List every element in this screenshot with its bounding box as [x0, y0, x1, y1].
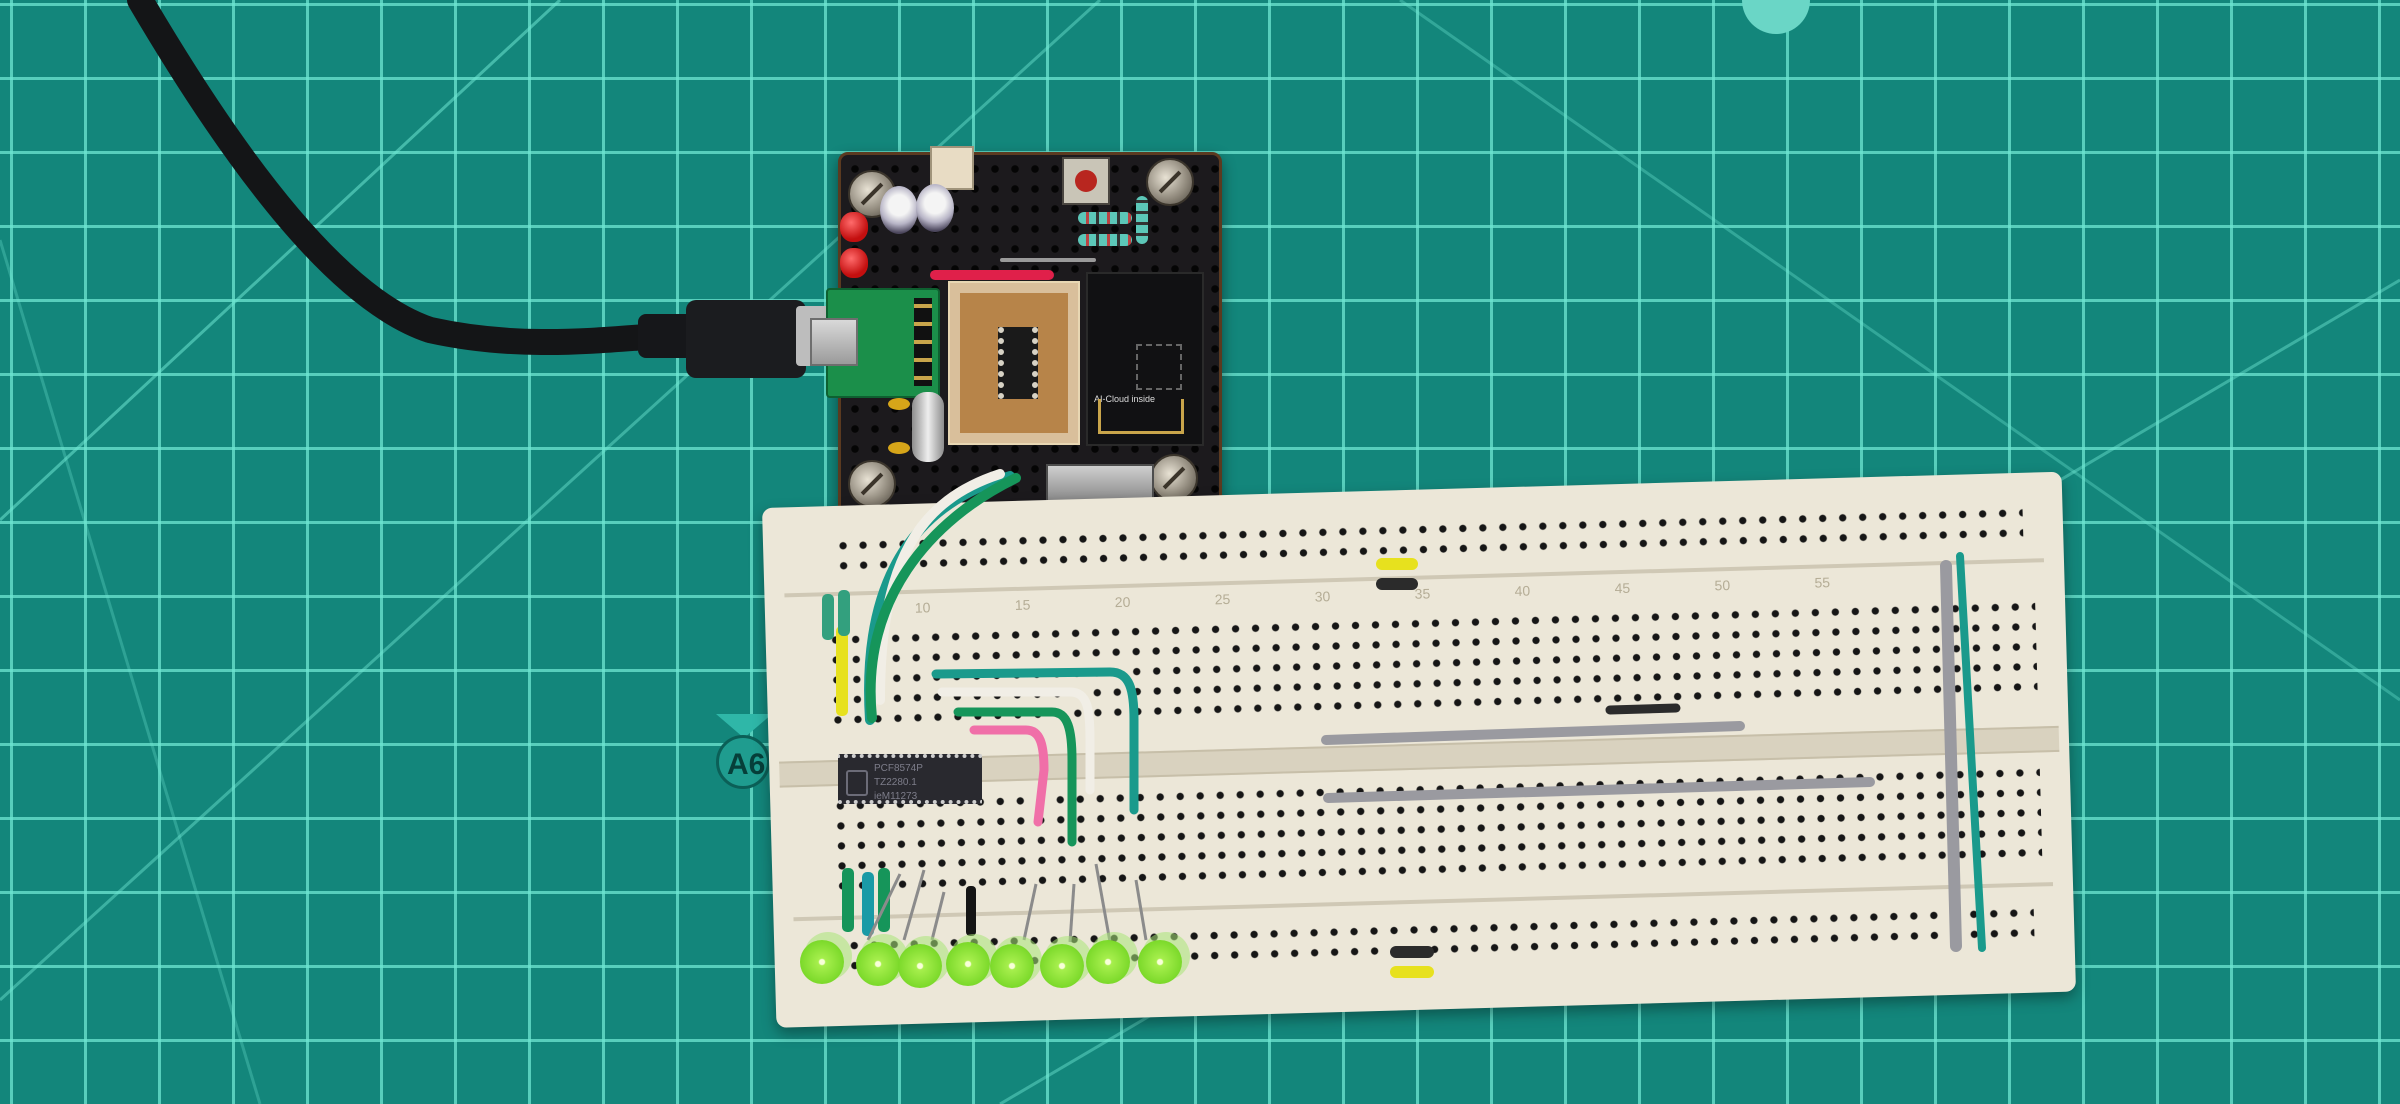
green-led-7 [1086, 940, 1130, 984]
resistor [1078, 212, 1132, 224]
pcb-antenna-icon [1098, 399, 1184, 434]
ic-marking-line2: TZ2280.1 [874, 777, 917, 788]
ic-marking-line1: PCF8574P [874, 763, 923, 774]
red-led [840, 248, 868, 278]
ceramic-capacitor [888, 442, 910, 454]
resistor [1078, 234, 1132, 246]
ssop-chip [998, 327, 1038, 399]
electrolytic-capacitor [880, 186, 918, 234]
screw-icon [1146, 158, 1194, 206]
micro-usb-port [810, 318, 858, 366]
green-led-3 [898, 944, 942, 988]
green-led-8 [1138, 940, 1182, 984]
wifi-module: AI-Cloud inside [1086, 272, 1204, 446]
pcf8574-ic: PCF8574P TZ2280.1 ieM11273 [838, 754, 982, 804]
usb-header-pins [914, 298, 932, 386]
nxp-logo-icon [846, 770, 868, 796]
wifi-chip-shield [1136, 344, 1182, 390]
green-led-6 [1040, 944, 1084, 988]
ceramic-capacitor [888, 398, 910, 410]
jumper-wire [930, 270, 1054, 280]
jumper-wire [1000, 258, 1096, 262]
green-led-1 [800, 940, 844, 984]
reset-button[interactable] [1062, 157, 1110, 205]
electrolytic-capacitor [916, 184, 954, 232]
resistor [1136, 196, 1148, 244]
green-led-4 [946, 942, 990, 986]
red-led [840, 212, 868, 242]
green-led-5 [990, 944, 1034, 988]
mat-arrow-marker [716, 714, 772, 738]
ic-marking-line3: ieM11273 [874, 791, 918, 802]
mat-grid-label: A6 [716, 735, 770, 789]
wifi-module-text: AI-Cloud inside [1094, 394, 1156, 404]
green-led-2 [856, 942, 900, 986]
screw-icon [848, 460, 896, 508]
jst-connector [930, 146, 974, 190]
crystal-oscillator [912, 392, 944, 462]
